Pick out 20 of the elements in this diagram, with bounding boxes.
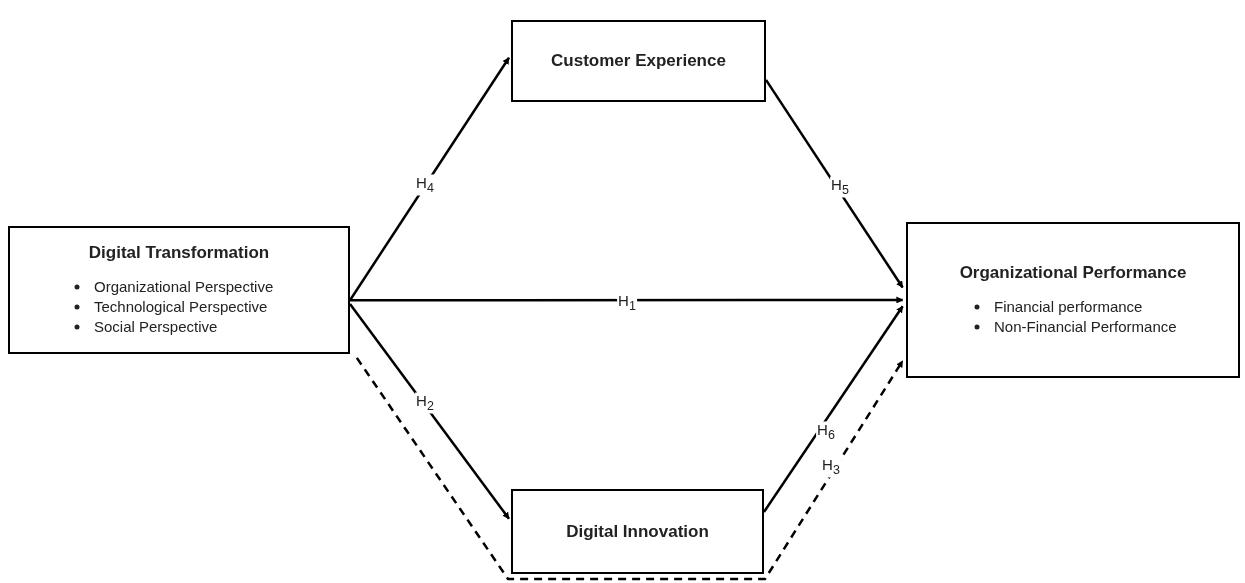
concept-box <box>906 222 1240 378</box>
bullet-item: Social Perspective <box>94 317 218 337</box>
box-heading: Digital Transformation <box>88 243 270 263</box>
bullet-item: Technological Perspective <box>94 297 268 317</box>
concept-box <box>511 20 766 102</box>
bullet-item: Organizational Perspective <box>94 277 274 297</box>
bullet-item: Non-Financial Performance <box>994 317 1177 337</box>
box-heading: Customer Experience <box>551 51 726 71</box>
box-heading: Digital Innovation <box>566 521 709 542</box>
bullet-item: Financial performance <box>994 297 1143 317</box>
edge-label: H$_{3}$ <box>821 456 841 478</box>
arrow <box>355 357 904 581</box>
edge-label: H$_{4}$ <box>415 174 435 196</box>
arrow <box>349 303 510 520</box>
edge-label: H$_{5}$ <box>830 176 850 198</box>
box-heading: Organizational Performance <box>959 263 1187 283</box>
arrow <box>350 296 904 304</box>
edge-label: H$_{2}$ <box>415 392 435 414</box>
concept-box <box>8 226 350 354</box>
concept-box <box>511 489 764 574</box>
